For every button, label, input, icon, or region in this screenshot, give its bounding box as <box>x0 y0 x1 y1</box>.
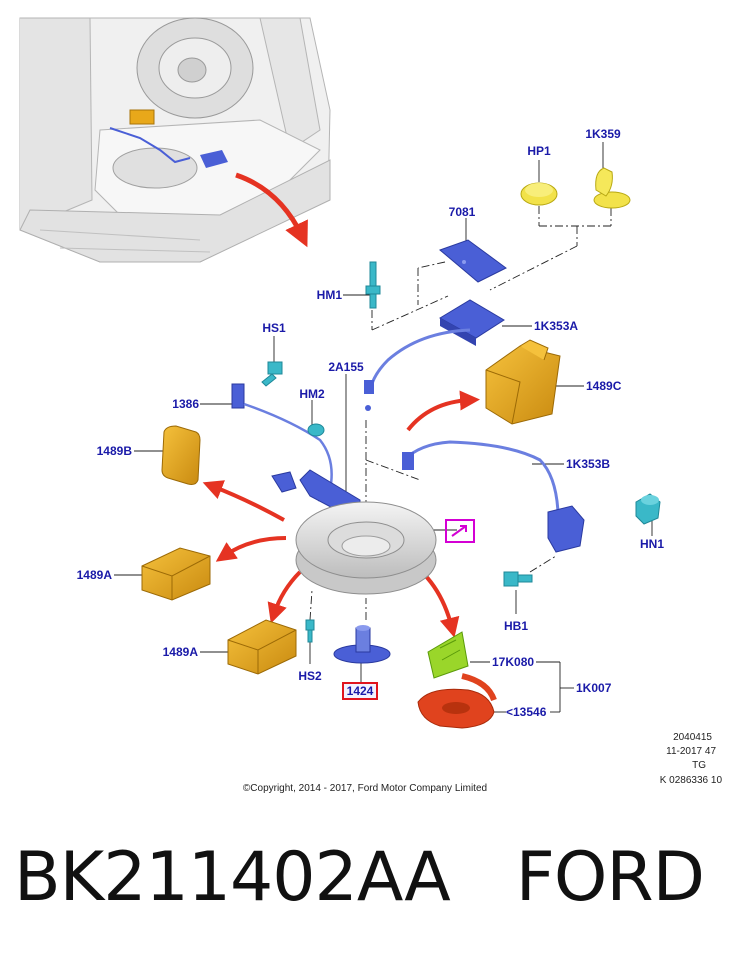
plug-hp1 <box>520 182 558 206</box>
label-1489a-2: 1489A <box>163 645 199 659</box>
label-1489c: 1489C <box>586 379 622 393</box>
arrow-to-1489a-2 <box>267 570 302 624</box>
label-hm2: HM2 <box>299 387 325 401</box>
label-1489b: 1489B <box>97 444 133 458</box>
block-1489a-1 <box>141 547 211 601</box>
block-1489c <box>485 339 561 425</box>
bolt-hs1 <box>261 361 283 387</box>
label-1489a-1: 1489A <box>77 568 113 582</box>
label-hb1: HB1 <box>504 619 528 633</box>
label-1424[interactable]: 1424 <box>347 684 374 698</box>
inset-spare-tire <box>136 17 254 119</box>
label-hp1: HP1 <box>527 144 551 158</box>
winch-1424 <box>333 625 391 664</box>
part-labels: HP1 1K359 7081 HM1 1K353A HS1 2A155 1489… <box>77 127 665 719</box>
reference-line-3: TG <box>692 760 706 771</box>
label-17k080: 17K080 <box>492 655 534 669</box>
footer-part-number: BK211402AA <box>14 838 451 917</box>
inset-arrow <box>235 172 308 248</box>
cap-1k359 <box>593 167 631 209</box>
arrow-to-1489c <box>406 390 480 432</box>
label-1k359: 1K359 <box>585 127 621 141</box>
drawing-reference: 2040415 11-2017 47 TG K 0286336 10 <box>660 732 723 786</box>
spare-wheel-diagram: HP1 1K359 7081 HM1 1K353A HS1 2A155 1489… <box>19 17 723 794</box>
reference-line-2: 11-2017 47 <box>666 746 716 757</box>
label-1k353a: 1K353A <box>534 319 578 333</box>
label-hm1: HM1 <box>317 288 343 302</box>
bracket-1k353a <box>364 299 505 411</box>
stud-hs2 <box>305 619 315 643</box>
block-1489a-2 <box>227 619 297 675</box>
label-1k353b: 1K353B <box>566 457 610 471</box>
label-hs2: HS2 <box>298 669 322 683</box>
grommet-hm2 <box>307 423 325 437</box>
label-hn1: HN1 <box>640 537 664 551</box>
label-1k007: 1K007 <box>576 681 612 695</box>
direction-arrows <box>202 390 480 638</box>
clip-hm1 <box>365 261 381 309</box>
bolt-hb1 <box>503 571 533 587</box>
footer-brand: FORD <box>515 838 705 917</box>
vehicle-rear-inset <box>19 17 331 263</box>
label-1386: 1386 <box>172 397 199 411</box>
copyright-notice: ©Copyright, 2014 - 2017, Ford Motor Comp… <box>243 783 487 794</box>
callout-box-1424 <box>342 682 378 700</box>
nut-hn1 <box>635 493 661 525</box>
label-13546: <13546 <box>506 705 547 719</box>
inset-blue-panel <box>200 150 228 168</box>
block-17k080 <box>427 631 469 679</box>
reference-line-4: K 0286336 10 <box>660 775 723 786</box>
arrow-to-1489a-1 <box>215 536 287 562</box>
footer-caption: BK211402AA FORD <box>14 838 705 917</box>
panel-7081 <box>439 239 507 283</box>
label-2a155: 2A155 <box>328 360 364 374</box>
bracket-1k353b <box>402 440 585 553</box>
inset-yellow-block <box>129 109 155 125</box>
spare-tire <box>295 501 437 595</box>
label-7081: 7081 <box>449 205 476 219</box>
bracket-2a155 <box>271 469 361 515</box>
reference-line-1: 2040415 <box>673 732 712 743</box>
label-hs1: HS1 <box>262 321 286 335</box>
arrow-to-1489b <box>202 480 285 522</box>
tray-13546 <box>417 673 497 729</box>
block-1489b <box>161 425 201 485</box>
highlight-marker <box>445 519 475 543</box>
